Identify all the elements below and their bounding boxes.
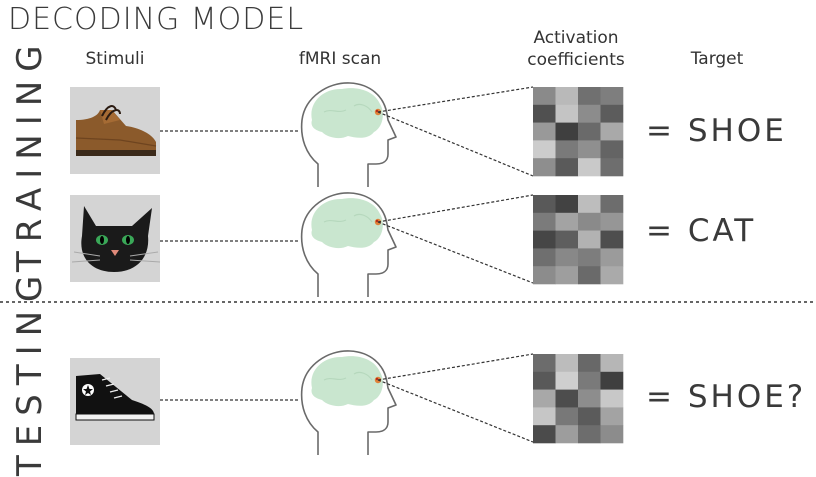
activation-cell	[600, 407, 624, 426]
activation-cell	[578, 122, 601, 141]
activation-cell	[578, 195, 601, 214]
activation-cell	[555, 407, 579, 426]
activation-grid-2	[533, 195, 624, 285]
row-cat	[70, 192, 624, 298]
activation-cell	[533, 230, 556, 249]
activation-cell	[533, 371, 556, 390]
target-cat: = CAT	[646, 213, 757, 249]
activation-cell	[555, 230, 579, 249]
activation-cell	[533, 354, 556, 373]
activation-cell	[578, 248, 601, 267]
row-shoe	[70, 82, 624, 188]
activation-cell	[533, 122, 556, 141]
activation-cell	[578, 140, 601, 159]
activation-cell	[555, 248, 579, 267]
activation-cell	[578, 371, 601, 390]
activation-cell	[578, 354, 601, 373]
fmri-column-header: fMRI scan	[298, 49, 382, 69]
activation-cell	[533, 248, 556, 267]
activation-cell	[600, 158, 624, 177]
activation-cell	[600, 87, 624, 106]
activation-header-line2: coefficients	[527, 50, 625, 70]
activation-cell	[600, 230, 624, 249]
activation-cell	[555, 104, 579, 123]
activation-cell	[555, 425, 579, 444]
activation-cell	[555, 195, 579, 214]
activation-cell	[578, 425, 601, 444]
activation-cell	[555, 140, 579, 159]
activation-cell	[578, 158, 601, 177]
head-icon	[300, 350, 397, 456]
activation-cell	[600, 248, 624, 267]
activation-cell	[600, 195, 624, 214]
target-shoe-question: = SHOE?	[646, 379, 807, 415]
activation-cell	[600, 212, 624, 231]
cat-icon	[71, 206, 161, 272]
activation-cell	[578, 266, 601, 285]
row-sneaker	[70, 350, 624, 456]
activation-cell	[555, 354, 579, 373]
activation-cell	[600, 122, 624, 141]
activation-cell	[600, 266, 624, 285]
head-icon	[300, 192, 397, 298]
activation-cell	[578, 212, 601, 231]
activation-cell	[533, 407, 556, 426]
head-icon	[300, 82, 397, 188]
activation-cell	[533, 87, 556, 106]
activation-cell	[533, 266, 556, 285]
sneaker-icon	[75, 374, 155, 421]
activation-cell	[600, 140, 624, 159]
shoe-icon	[75, 105, 157, 156]
target-column-header: Target	[690, 49, 744, 69]
activation-cell	[578, 87, 601, 106]
stimuli-column-header: Stimuli	[85, 49, 145, 69]
activation-cell	[600, 389, 624, 408]
activation-cell	[533, 212, 556, 231]
activation-cell	[578, 104, 601, 123]
activation-cell	[533, 158, 556, 177]
activation-cell	[555, 371, 579, 390]
activation-cell	[533, 389, 556, 408]
activation-cell	[533, 140, 556, 159]
activation-grid-1	[533, 87, 624, 177]
diagram-title: DECODING MODEL	[8, 2, 305, 37]
activation-cell	[533, 104, 556, 123]
activation-cell	[533, 195, 556, 214]
activation-cell	[555, 122, 579, 141]
activation-cell	[578, 407, 601, 426]
activation-header-line1: Activation	[533, 28, 619, 48]
activation-cell	[555, 389, 579, 408]
target-shoe: = SHOE	[646, 113, 787, 149]
activation-cell	[600, 354, 624, 373]
activation-cell	[555, 87, 579, 106]
activation-cell	[578, 389, 601, 408]
activation-cell	[533, 425, 556, 444]
activation-cell	[600, 425, 624, 444]
activation-cell	[555, 212, 579, 231]
activation-grid-3	[533, 354, 624, 444]
activation-cell	[578, 230, 601, 249]
activation-cell	[555, 266, 579, 285]
activation-cell	[600, 371, 624, 390]
activation-cell	[555, 158, 579, 177]
activation-cell	[600, 104, 624, 123]
